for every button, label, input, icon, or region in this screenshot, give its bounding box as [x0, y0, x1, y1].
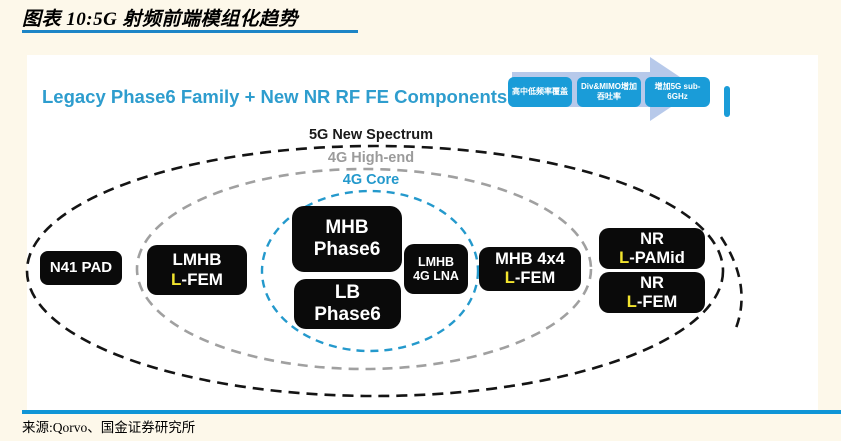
ring-4g-core	[260, 189, 480, 353]
component-label-line2: L-FEM	[626, 292, 678, 311]
component-lb-phase6: LB Phase6	[294, 279, 401, 329]
component-lmhb-4g-lna: LMHB 4G LNA	[404, 244, 468, 294]
arrow-step-div-mimo: Div&MIMO增加吞吐率	[577, 77, 641, 107]
diagram-heading: Legacy Phase6 Family + New NR RF FE Comp…	[42, 86, 508, 107]
component-label-line2: 4G LNA	[413, 269, 459, 283]
ring-4g-high-end	[135, 167, 593, 371]
component-label-line1: LMHB	[172, 250, 222, 270]
component-label-line2: L-PAMid	[619, 248, 685, 267]
title-underline	[22, 30, 358, 33]
bottom-divider	[22, 410, 841, 414]
diagram-panel: Legacy Phase6 Family + New NR RF FE Comp…	[25, 55, 818, 410]
component-n41-pad: N41 PAD	[40, 251, 122, 285]
figure-source: 来源:Qorvo、国金证券研究所	[22, 420, 196, 435]
ring-5g-new-spectrum	[25, 144, 725, 398]
component-label: N41 PAD	[49, 259, 113, 277]
component-nr-l-pamid: NR L-PAMid	[599, 228, 705, 269]
component-mhb-4x4-l-fem: MHB 4x4 L-FEM	[479, 247, 581, 291]
component-label-line1: MHB	[325, 217, 369, 239]
component-label-line1: MHB 4x4	[495, 250, 565, 269]
blue-bar-accent	[724, 86, 730, 117]
component-mhb-phase6: MHB Phase6	[292, 206, 402, 272]
component-label-line1: NR	[640, 273, 664, 292]
component-label-line2: L-FEM	[171, 270, 223, 289]
component-label-line2: Phase6	[314, 304, 381, 325]
component-label-line2: L-FEM	[504, 269, 556, 287]
ring-label-5g-new-spectrum: 5G New Spectrum	[308, 127, 434, 143]
arrow-step-frequency-coverage: 高中低频率覆盖	[508, 77, 572, 107]
figure-title: 图表 10:5G 射频前端模组化趋势	[22, 9, 299, 30]
arrow-step-5g-sub6: 增加5G sub-6GHz	[645, 77, 710, 107]
component-label-line1: LB	[334, 282, 361, 304]
ring-label-4g-core: 4G Core	[342, 172, 400, 188]
component-label-line1: LMHB	[417, 254, 455, 269]
component-label-line1: NR	[640, 229, 664, 248]
component-nr-l-fem: NR L-FEM	[599, 272, 705, 313]
component-lmhb-l-fem: LMHB L-FEM	[147, 245, 247, 295]
expansion-arc	[719, 236, 743, 334]
component-label-line2: Phase6	[313, 239, 381, 260]
ring-label-4g-high-end: 4G High-end	[327, 150, 415, 166]
